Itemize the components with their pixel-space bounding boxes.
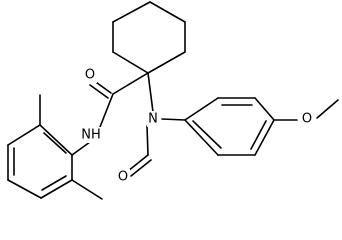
methoxyphenyl-ring — [184, 97, 339, 156]
bond-methoxy-methyl — [316, 99, 339, 119]
amine-nitrogen-bg — [147, 111, 160, 127]
bond-ring-1 — [147, 51, 186, 74]
bond-ar2-inner-3 — [192, 120, 222, 149]
bond-quaternary-carbonyl — [112, 72, 149, 95]
bond-quaternary-n — [147, 72, 154, 113]
formyl-amine-group — [127, 72, 186, 177]
chemical-structure-diagram: O NH N O O — [7, 1, 339, 200]
bond-ar2-inner-2 — [250, 120, 267, 150]
amide-nitrogen-label: NH — [81, 128, 101, 143]
bond-formyl-double-a — [127, 154, 149, 172]
bond-ar1-5 — [7, 124, 41, 146]
bond-ar2-1 — [184, 97, 219, 121]
bond-carbonyl-double-b — [89, 84, 109, 99]
bond-methyl-bottom — [71, 179, 103, 200]
dimethylphenyl-ring — [7, 94, 103, 200]
bond-ar1-2 — [40, 179, 73, 199]
bond-ring-3 — [149, 1, 186, 23]
bond-ar2-3 — [254, 97, 275, 121]
formyl-oxygen-label: O — [118, 170, 128, 185]
bond-carbonyl-nh — [99, 93, 114, 128]
bond-ring-4 — [112, 1, 151, 23]
bond-n-aryl — [161, 118, 186, 121]
bond-ar1-inner-3 — [43, 132, 67, 154]
bond-ring-6 — [112, 51, 149, 74]
cyclohexane-ring — [112, 1, 186, 74]
bond-nh-aryl — [71, 141, 91, 156]
amine-nitrogen-label: N — [148, 112, 158, 127]
amide-nitrogen-bg — [79, 127, 103, 143]
bond-ar2-4 — [254, 119, 275, 156]
bond-formyl-double-b — [130, 159, 152, 177]
bond-ar1-6 — [39, 124, 73, 156]
amide-oxygen-label: O — [85, 68, 95, 83]
amide-oxygen-bg — [84, 67, 97, 83]
bond-ar1-3 — [7, 179, 42, 199]
bond-ar2-6 — [184, 119, 219, 156]
methoxy-oxygen-label: O — [302, 112, 312, 127]
bond-n-formyl — [146, 125, 149, 156]
methoxy-oxygen-bg — [300, 111, 314, 127]
carboxamide-group — [89, 72, 149, 128]
atom-labels: O NH N O O — [79, 67, 314, 185]
formyl-oxygen-bg — [117, 169, 130, 185]
bond-ar1-inner-1 — [41, 175, 67, 191]
